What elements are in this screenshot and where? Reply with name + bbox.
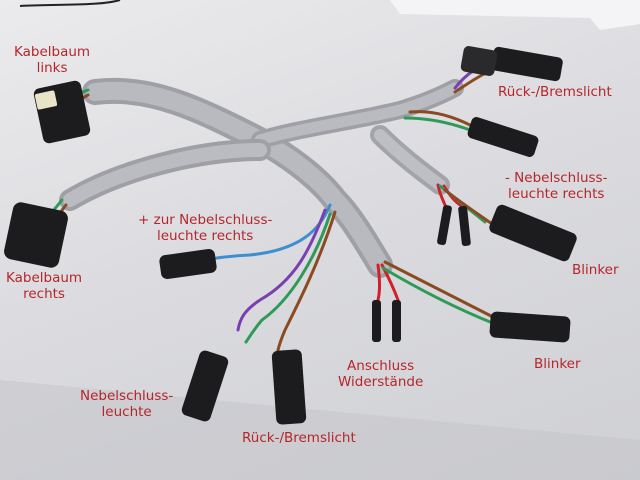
label-kabelbaum-rechts: Kabelbaum rechts bbox=[6, 270, 82, 302]
label-anschluss-widerstaende: Anschluss Widerstände bbox=[338, 358, 423, 390]
connectors bbox=[4, 46, 577, 425]
wires bbox=[48, 60, 500, 352]
label-nebelschluss-rechts-plus-line2: leuchte rechts bbox=[157, 228, 254, 244]
label-nebelschluss-rechts-plus: + zur Nebelschluss- leuchte rechts bbox=[138, 212, 272, 244]
taped-harness bbox=[59, 77, 464, 278]
label-nebelschluss-rechts-plus-line1: + zur Nebelschluss- bbox=[138, 212, 273, 228]
label-nebelschluss-rechts-minus: - Nebelschluss- leuchte rechts bbox=[505, 170, 607, 202]
label-nebelschlussleuchte: Nebelschluss- leuchte bbox=[80, 388, 173, 420]
loose-wire-top bbox=[19, 0, 121, 7]
label-nebelschlussleuchte-line2: leuchte bbox=[101, 404, 152, 420]
label-blinker-lower: Blinker bbox=[534, 356, 581, 372]
label-blinker-upper: Blinker bbox=[572, 262, 619, 278]
paper-sheet bbox=[390, 0, 640, 30]
label-kabelbaum-links-line1: Kabelbaum bbox=[14, 44, 91, 60]
label-anschluss-line1: Anschluss bbox=[347, 358, 415, 374]
label-kabelbaum-links-line2: links bbox=[36, 60, 68, 76]
resistor-plugs bbox=[372, 205, 471, 342]
label-nebelschluss-rechts-minus-line2: leuchte rechts bbox=[508, 186, 605, 202]
label-nebelschlussleuchte-line1: Nebelschluss- bbox=[80, 388, 174, 404]
label-nebelschluss-rechts-minus-line1: - Nebelschluss- bbox=[505, 170, 608, 186]
label-anschluss-line2: Widerstände bbox=[338, 374, 424, 390]
label-kabelbaum-links: Kabelbaum links bbox=[14, 44, 90, 76]
label-kabelbaum-rechts-line2: rechts bbox=[23, 286, 65, 302]
label-rueck-bremslicht-top: Rück-/Bremslicht bbox=[498, 84, 612, 100]
label-kabelbaum-rechts-line1: Kabelbaum bbox=[6, 270, 83, 286]
table-shadow bbox=[0, 380, 640, 480]
label-rueck-bremslicht-bottom: Rück-/Bremslicht bbox=[242, 430, 356, 446]
